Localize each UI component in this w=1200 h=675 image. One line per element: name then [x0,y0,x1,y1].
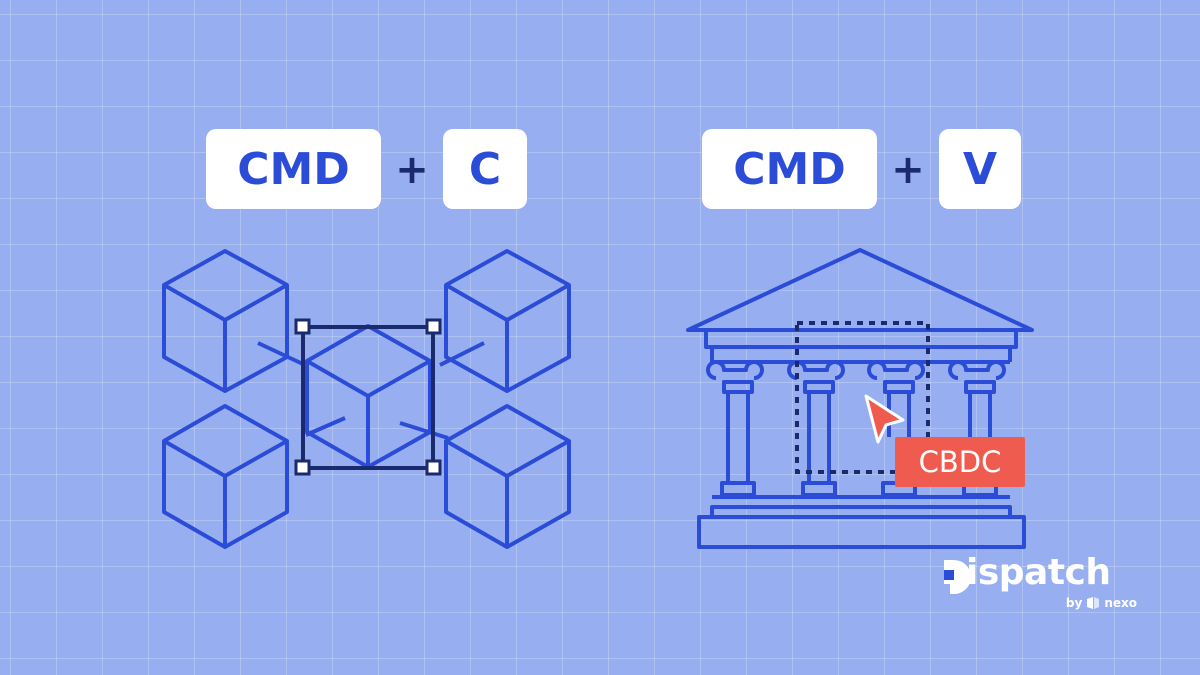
byline-nexo: nexo [1104,596,1137,610]
blockchain-cubes-icon [162,249,571,549]
nexo-logo-icon [1087,597,1100,609]
brand-byline: by nexo [1066,596,1137,610]
plus-sign-paste: + [891,147,925,193]
cmd-key-copy: CMD [206,129,381,209]
paste-selection-box [795,321,930,474]
dispatch-d-icon [944,560,971,594]
cbdc-badge: CBDC [895,437,1025,487]
brand-name: ispatch [966,552,1111,593]
c-key: C [443,129,527,209]
plus-sign-copy: + [395,147,429,193]
cmd-key-paste: CMD [702,129,877,209]
selection-box [294,318,442,476]
v-key: V [939,129,1021,209]
dispatch-logo: ispatch by nexo [940,552,1145,616]
byline-prefix: by [1065,596,1083,610]
cursor-arrow-icon [864,394,905,444]
